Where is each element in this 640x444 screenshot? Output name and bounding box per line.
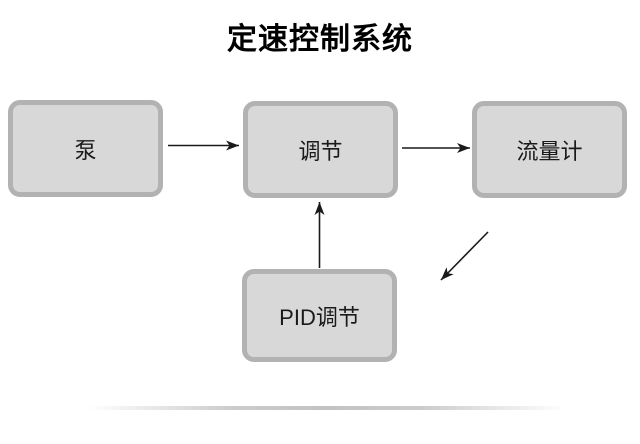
node-regulator: 调节 [243,101,398,198]
node-pid: PID调节 [242,269,397,362]
diagram-title: 定速控制系统 [227,23,413,56]
node-flowmeter: 流量计 [472,101,627,198]
node-pid-label: PID调节 [279,304,360,330]
node-flowmeter-label: 流量计 [516,138,583,164]
bottom-shadow-divider [88,406,566,410]
node-pump: 泵 [8,100,163,197]
arrow-flowmeter-to-pid [440,231,489,281]
node-pump-label: 泵 [74,137,97,163]
node-regulator-label: 调节 [298,138,343,164]
